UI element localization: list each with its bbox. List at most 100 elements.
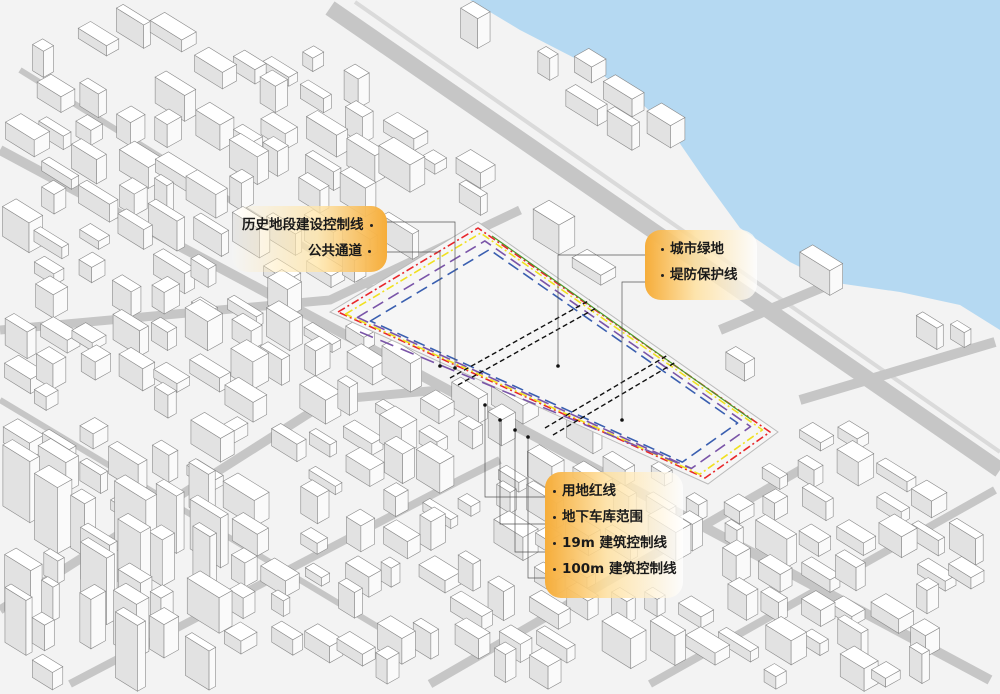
- building: [185, 169, 228, 219]
- bullet-dot: [369, 223, 373, 227]
- building: [79, 223, 110, 250]
- building: [79, 584, 107, 650]
- building: [232, 49, 267, 85]
- building: [761, 462, 788, 490]
- leader-dot: [556, 364, 560, 368]
- building: [760, 586, 788, 623]
- label-historic-control-line: 历史地段建设控制线: [242, 212, 377, 238]
- building: [151, 276, 181, 315]
- building: [565, 84, 608, 127]
- bullet-dot: [368, 249, 371, 253]
- building: [43, 548, 65, 585]
- building: [224, 376, 268, 423]
- building: [836, 440, 875, 487]
- building: [79, 457, 109, 495]
- building: [154, 70, 197, 122]
- building: [537, 46, 559, 81]
- building: [118, 347, 156, 392]
- building: [727, 577, 759, 621]
- building: [184, 632, 217, 691]
- building: [948, 517, 984, 566]
- building: [298, 172, 330, 214]
- leader-lines: [382, 221, 650, 579]
- building: [677, 595, 715, 629]
- building: [383, 482, 409, 518]
- building: [916, 577, 940, 615]
- building: [230, 339, 270, 391]
- building: [223, 621, 258, 655]
- building: [189, 353, 231, 393]
- building: [79, 77, 107, 119]
- building: [346, 343, 388, 386]
- building: [79, 417, 109, 450]
- building: [300, 527, 328, 555]
- building: [150, 316, 178, 352]
- building: [802, 628, 829, 657]
- building: [114, 606, 147, 692]
- building: [497, 464, 528, 493]
- building: [265, 300, 303, 352]
- building: [911, 520, 946, 557]
- building: [799, 422, 835, 452]
- building: [154, 382, 177, 419]
- building: [270, 589, 291, 617]
- building: [457, 550, 482, 592]
- building: [33, 382, 59, 411]
- leader-dot: [498, 418, 502, 422]
- building: [949, 320, 972, 349]
- building: [70, 138, 107, 185]
- building: [36, 73, 76, 114]
- underground-garage-line: [356, 240, 752, 470]
- building: [876, 457, 917, 493]
- building: [420, 389, 455, 425]
- building: [418, 555, 462, 594]
- building: [229, 168, 255, 212]
- building: [870, 661, 901, 688]
- public-passage-line: [449, 299, 591, 379]
- building: [305, 110, 349, 158]
- building: [606, 106, 641, 151]
- leader-line: [382, 221, 456, 368]
- building: [345, 447, 385, 488]
- building: [487, 403, 516, 447]
- building: [184, 299, 224, 352]
- building: [147, 198, 186, 252]
- building: [910, 479, 948, 519]
- building: [336, 631, 376, 667]
- building: [153, 361, 191, 393]
- building: [725, 346, 756, 382]
- building: [77, 179, 119, 223]
- building: [765, 616, 808, 666]
- building: [685, 492, 708, 522]
- building: [4, 113, 51, 158]
- building: [271, 620, 304, 656]
- building: [757, 554, 793, 593]
- building: [299, 79, 332, 114]
- building: [40, 576, 60, 622]
- leader-dot: [526, 435, 530, 439]
- leader-line: [527, 437, 550, 579]
- building: [260, 557, 300, 598]
- building: [116, 105, 146, 147]
- building: [834, 549, 866, 592]
- building: [77, 21, 120, 57]
- building: [722, 539, 751, 585]
- building: [378, 136, 426, 193]
- building: [601, 612, 647, 670]
- building: [345, 508, 376, 553]
- building: [536, 625, 576, 664]
- building: [4, 583, 33, 656]
- building: [836, 519, 877, 557]
- building: [602, 74, 645, 118]
- label-group-bottom: 用地红线 地下车库范围 19m 建筑控制线 100m 建筑控制线: [545, 472, 683, 598]
- building: [908, 642, 930, 685]
- building: [304, 335, 331, 377]
- building: [38, 116, 72, 151]
- label-100m-control-line: 100m 建筑控制线: [547, 556, 676, 582]
- building: [35, 346, 67, 390]
- building: [797, 454, 824, 488]
- building: [449, 590, 494, 632]
- building: [529, 647, 562, 690]
- building: [380, 556, 401, 588]
